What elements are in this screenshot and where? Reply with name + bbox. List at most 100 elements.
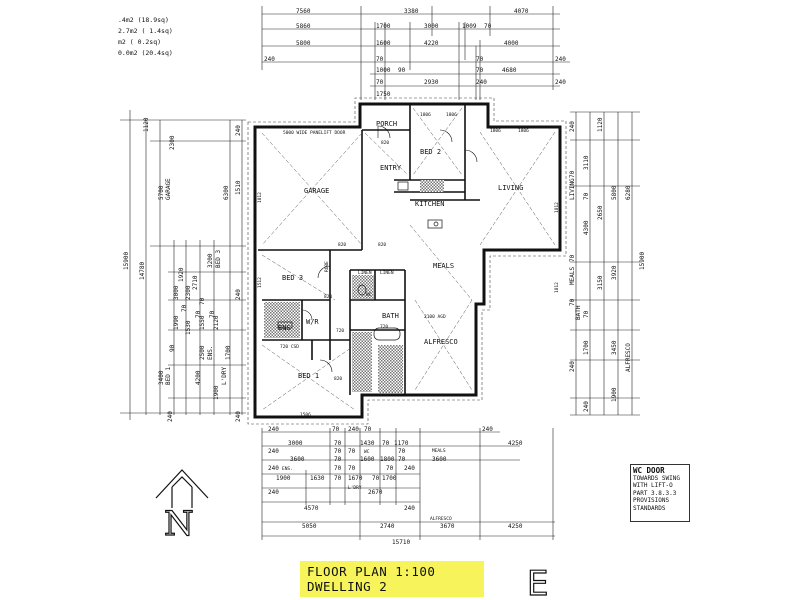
- dim-right-a-2: 3110: [583, 155, 590, 170]
- dim-bot-5-4: 70: [348, 465, 356, 472]
- dim-right-a-11: 3150: [597, 275, 604, 290]
- legend-row-2: 2.7m2 ( 1.4sq): [118, 27, 173, 35]
- dim-left-b-11: 1530: [185, 320, 192, 335]
- dim-left-b-9: 1550: [199, 315, 206, 330]
- bottom-dimension-lines: [261, 428, 555, 540]
- dim-left-c-9: 240: [235, 411, 242, 422]
- fixtures: [277, 181, 443, 341]
- room-porch: PORCH: [376, 120, 397, 128]
- dim-right-b-5: 70: [569, 298, 576, 306]
- dim-top-1-1: 7560: [296, 8, 311, 15]
- dim-top-4-6: 240: [555, 79, 566, 86]
- dim-top-2-4: 1009: [462, 23, 477, 30]
- dim-left-a-4: GARAGE: [165, 178, 172, 200]
- door-swings: [301, 125, 478, 373]
- room-robe: ROBE: [324, 261, 330, 272]
- dim-right-a-3: 2650: [597, 205, 604, 220]
- dim-bot-10-3: 3670: [440, 523, 455, 530]
- dim-right-b-10: 3450: [611, 340, 618, 355]
- room-bed-2: BED 2: [420, 148, 441, 156]
- right-dimension-lines: [570, 111, 640, 416]
- dim-left-c-12: 70: [181, 304, 188, 312]
- bed1-door-width: 820: [334, 376, 342, 382]
- dim-bot-8-1: 4570: [304, 505, 319, 512]
- dim-bot-6-2: 1630: [310, 475, 325, 482]
- living-window-1: 1806: [490, 128, 501, 134]
- dim-left-c-8: 240: [167, 411, 174, 422]
- dim-top-3-7: 70: [476, 56, 484, 63]
- dim-bot-2-2: 70: [334, 440, 342, 447]
- dim-bot-5-1: ENS.: [282, 466, 293, 472]
- dim-right-b-11: ALFRESCO: [625, 343, 632, 372]
- dim-top-3-5: 240: [264, 56, 275, 63]
- dim-left-c-3: 1700: [225, 345, 232, 360]
- dim-top-4-4: 4680: [502, 67, 517, 74]
- bed1-window: 1506: [300, 412, 311, 418]
- north-letter: N: [164, 504, 194, 544]
- dim-bot-2-3: 1430: [360, 440, 375, 447]
- room-bed-3: BED 3: [282, 274, 303, 282]
- dim-bot-5-5: 70: [386, 465, 394, 472]
- dim-bot-1-2: 240: [348, 426, 359, 433]
- dim-left-a-2: 2300: [169, 135, 176, 150]
- dim-right-b-4: 70: [569, 254, 576, 262]
- dim-bot-4-4: 1800: [380, 456, 395, 463]
- dim-right-a-7: LIVING: [569, 178, 576, 200]
- dim-right-a-9: 3920: [611, 265, 618, 280]
- dim-right-a-8: 4300: [583, 220, 590, 235]
- top-dimension-lines: [261, 6, 570, 100]
- legend-row-4: 0.0m2 (20.4sq): [118, 49, 173, 57]
- room-kitchen: KITCHEN: [415, 200, 445, 208]
- dim-right-b-2: 70: [569, 170, 576, 178]
- plan-annotations: 5000 WIDE PANELIFT DOOR 2100 AGD 720 CSD…: [257, 112, 560, 418]
- dim-right-b-3: 70: [583, 192, 590, 200]
- ens-cabinet-note: 720 CSD: [280, 344, 299, 350]
- dim-left-c-1: 2500: [199, 345, 206, 360]
- roof-outline: [247, 97, 567, 425]
- dim-top-2-1: 5860: [296, 23, 311, 30]
- dim-bot-2-4: 70: [382, 440, 390, 447]
- wc-note-line: PROVISIONS: [633, 497, 670, 504]
- dim-left-b-3: 1920: [178, 267, 185, 282]
- dim-left-b-8: 1990: [173, 315, 180, 330]
- dim-left-a-5: 6300: [223, 185, 230, 200]
- dim-bot-7-1: 240: [268, 489, 279, 496]
- dim-bot-6-3: 70: [334, 475, 342, 482]
- dim-top-4-5: 70: [476, 67, 484, 74]
- dim-bot-5-6: 240: [404, 465, 415, 472]
- bed3-door-width: 820: [324, 294, 332, 300]
- room-linen-1: LINEN: [358, 270, 372, 276]
- dim-right-b-1: 240: [569, 121, 576, 132]
- dim-bot-4-6: MEALS: [432, 448, 446, 454]
- dim-bot-6-6: 1700: [382, 475, 397, 482]
- dim-bot-3-2: 70: [334, 448, 342, 455]
- living-side-window: 1812: [554, 202, 560, 213]
- left-dimension-lines: [120, 110, 246, 420]
- entry-door-width: 820: [378, 242, 386, 248]
- dim-right-b-13: 240: [583, 401, 590, 412]
- dim-bot-10-2: 2740: [380, 523, 395, 530]
- title-highlight: [300, 561, 484, 597]
- dim-bot-2-1: 3000: [288, 440, 303, 447]
- dim-right-a-4: 5800: [611, 185, 618, 200]
- room-bed-1: BED 1: [298, 372, 319, 380]
- dim-left-b-4: 2710: [192, 275, 199, 290]
- dim-left-c-14: 70: [209, 310, 216, 318]
- wc-note-line: STANDARDS: [633, 504, 666, 512]
- dim-top-4-2: 1000: [376, 67, 391, 74]
- exterior-walls: [253, 102, 562, 419]
- room-ens: ENS: [278, 324, 291, 332]
- wc-door-note: WC DOOR TOWARDS SWING WITH LIFT-O PART 3…: [630, 464, 690, 522]
- dim-left-c-10: L'DRY: [221, 367, 228, 385]
- dim-left-b-2: BED 3: [215, 250, 222, 268]
- legend-row-1: .4m2 (18.9sq): [118, 16, 169, 24]
- dim-top-1-3: 4070: [514, 8, 529, 15]
- dim-right-a-6: 15900: [639, 252, 646, 270]
- dim-left-b-7: 70: [199, 297, 206, 305]
- bed2-window-1: 1806: [420, 112, 431, 118]
- dim-top-3-6: 70: [376, 56, 384, 63]
- porch-door-width: 820: [381, 140, 389, 146]
- dim-right-b-8: 1700: [583, 340, 590, 355]
- room-alfresco: ALFRESCO: [424, 338, 458, 346]
